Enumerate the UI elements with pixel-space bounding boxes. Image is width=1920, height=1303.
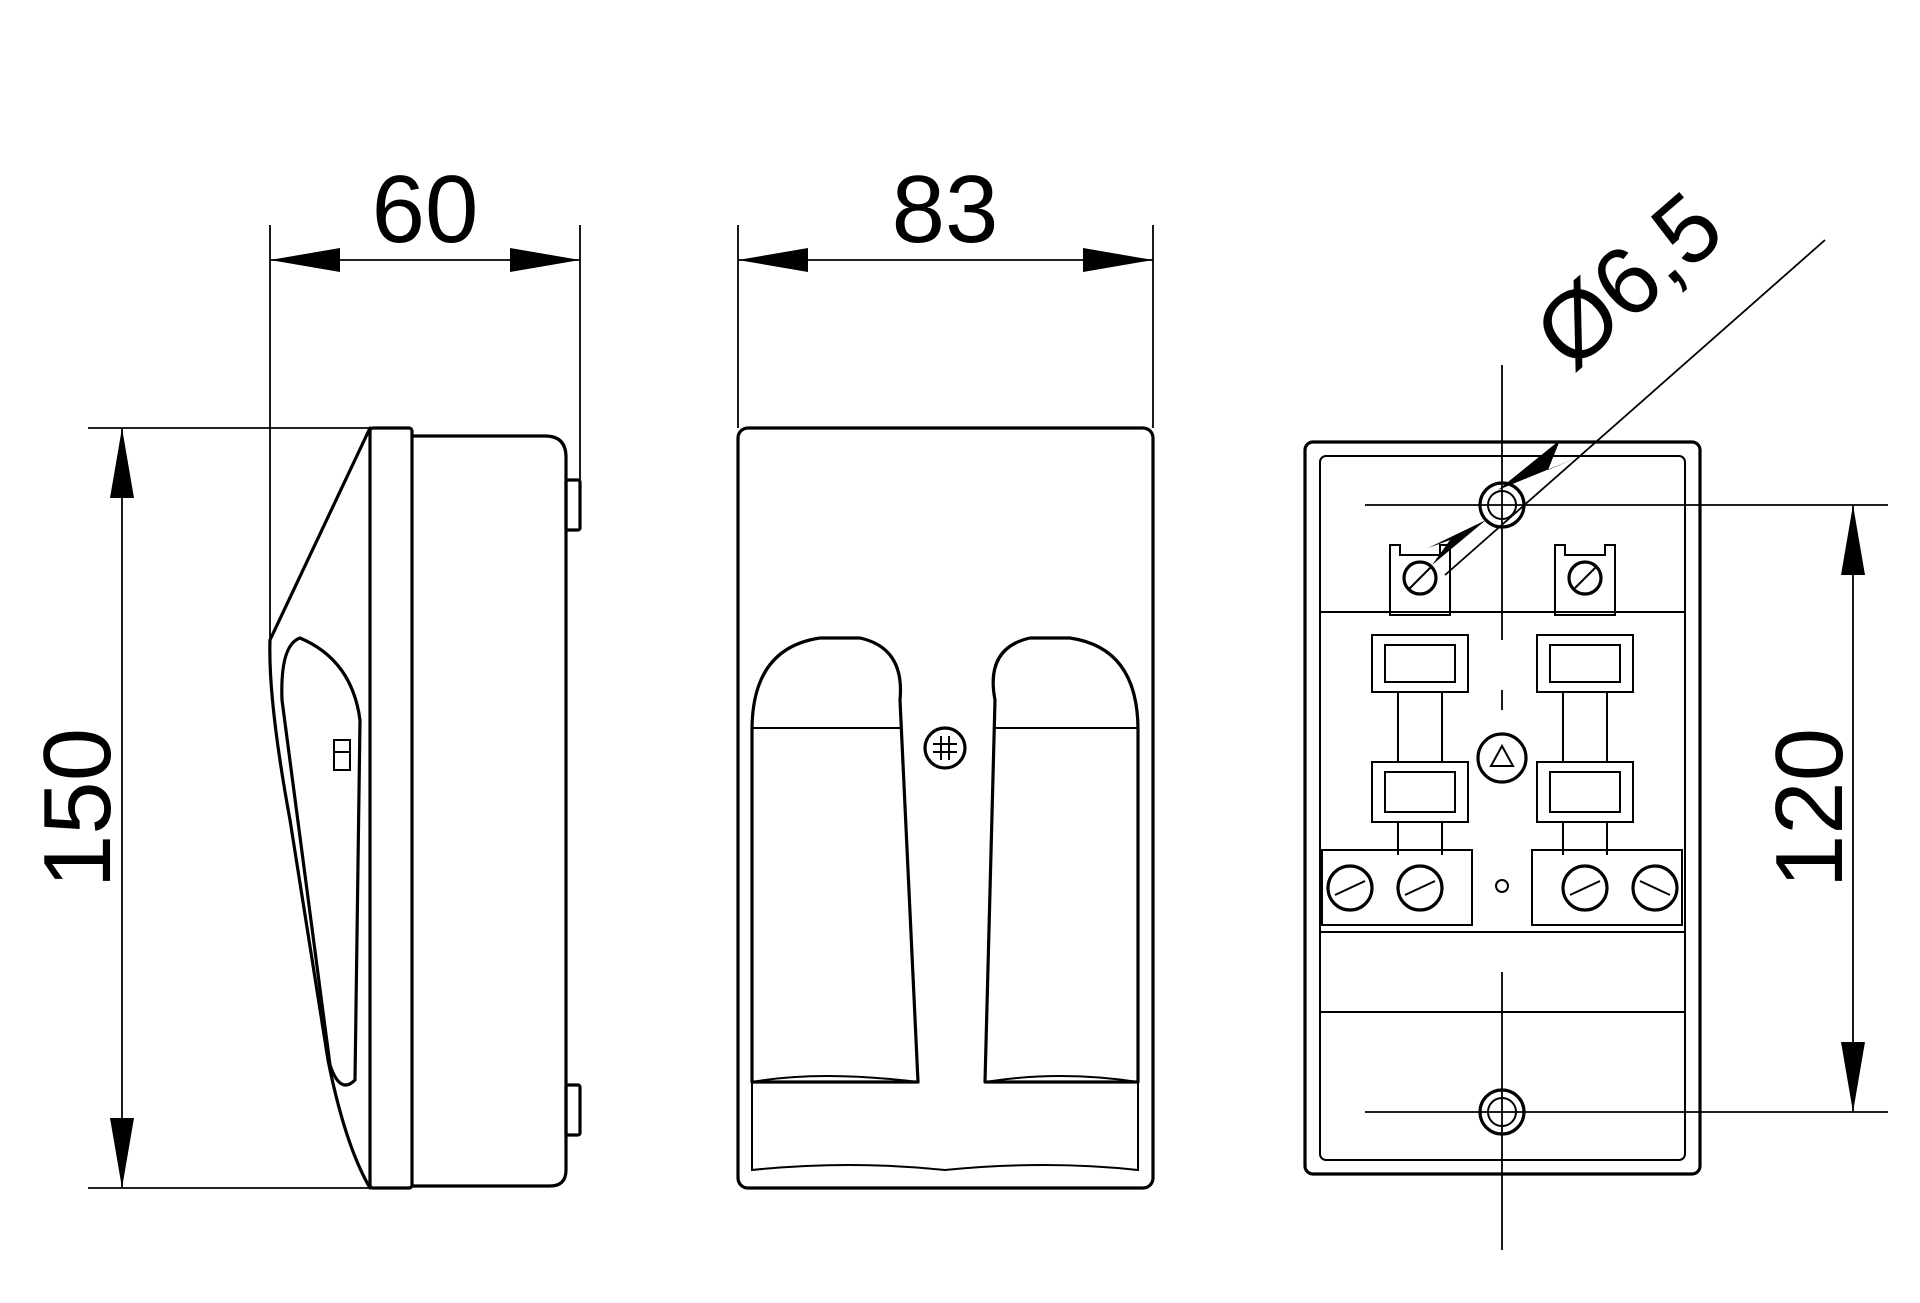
dimension-83: 83: [737, 156, 1154, 428]
dim60-arrow-left: [270, 248, 340, 272]
dim60-arrow-right: [510, 248, 580, 272]
left-terminal-top: [1389, 544, 1451, 616]
terminal-screw-4-slot: [1639, 880, 1671, 896]
dia-arrow-outer: [1498, 440, 1576, 490]
terminal-screw-4-icon: [1631, 864, 1679, 912]
right-terminal-top: [1554, 544, 1616, 616]
front-housing: [736, 426, 1155, 1190]
side-body: [410, 434, 568, 1188]
terminal-screw-1-slot: [1334, 880, 1366, 896]
dim150-arrow-bottom: [110, 1118, 134, 1188]
right-clip-upper: [1536, 634, 1634, 693]
dimension-60: 60: [269, 156, 581, 640]
dimension-120: 120: [1365, 504, 1888, 1113]
terminal-center-dot: [1495, 879, 1509, 893]
dimension-150: 150: [24, 427, 370, 1189]
side-lever: [280, 636, 362, 1087]
back-view: [1303, 365, 1702, 1250]
dimension-hole-diameter: Ø6,5: [1428, 172, 1826, 576]
side-lever-tab: [333, 739, 351, 771]
dia-arrow-inner: [1428, 520, 1486, 565]
right-top-screw-slot: [1572, 565, 1598, 591]
dim-60-label: 60: [372, 156, 479, 263]
terminal-block-outline: [1321, 849, 1683, 926]
back-fuse-holder-right: [1536, 544, 1634, 855]
dim-120-label: 120: [1756, 728, 1863, 888]
dim-83-label: 83: [892, 156, 999, 263]
front-right-grip: [983, 636, 1140, 1084]
terminal-screw-3-slot: [1569, 880, 1601, 896]
left-top-screw-slot: [1407, 565, 1433, 591]
left-clip-lower: [1371, 761, 1469, 823]
dim120-arrow-top: [1841, 505, 1865, 575]
dim150-arrow-top: [110, 428, 134, 498]
dia-leader: [1444, 239, 1826, 576]
left-clip-upper: [1371, 634, 1469, 693]
terminal-screw-2-icon: [1396, 864, 1444, 912]
right-top-screw-icon: [1567, 560, 1603, 596]
back-terminal-block: [1321, 849, 1683, 926]
front-left-grip: [750, 636, 920, 1084]
side-front-frame: [368, 426, 414, 1190]
dim-hole-label: Ø6,5: [1515, 172, 1742, 389]
front-screw-icon: [923, 726, 967, 770]
side-lug-bottom: [564, 1083, 582, 1137]
right-clip-lower: [1536, 761, 1634, 823]
earth-triangle: [1489, 743, 1515, 767]
terminal-screw-1-icon: [1326, 864, 1374, 912]
dim-150-label: 150: [24, 728, 131, 888]
front-left-grip-base: [751, 1075, 919, 1083]
dim83-arrow-left: [738, 248, 808, 272]
back-fuse-holder-left: [1371, 544, 1469, 855]
front-right-grip-base: [984, 1075, 1139, 1083]
side-lug-top: [564, 478, 582, 532]
terminal-screw-3-icon: [1561, 864, 1609, 912]
dim120-arrow-bottom: [1841, 1042, 1865, 1112]
earth-symbol-icon: [1476, 732, 1528, 784]
side-view: [268, 426, 582, 1190]
side-cover: [268, 426, 372, 1190]
dim83-arrow-right: [1083, 248, 1153, 272]
front-view: [736, 426, 1155, 1190]
terminal-screw-2-slot: [1404, 880, 1436, 896]
left-top-screw-icon: [1402, 560, 1438, 596]
front-lower-shroud: [751, 1082, 1139, 1172]
